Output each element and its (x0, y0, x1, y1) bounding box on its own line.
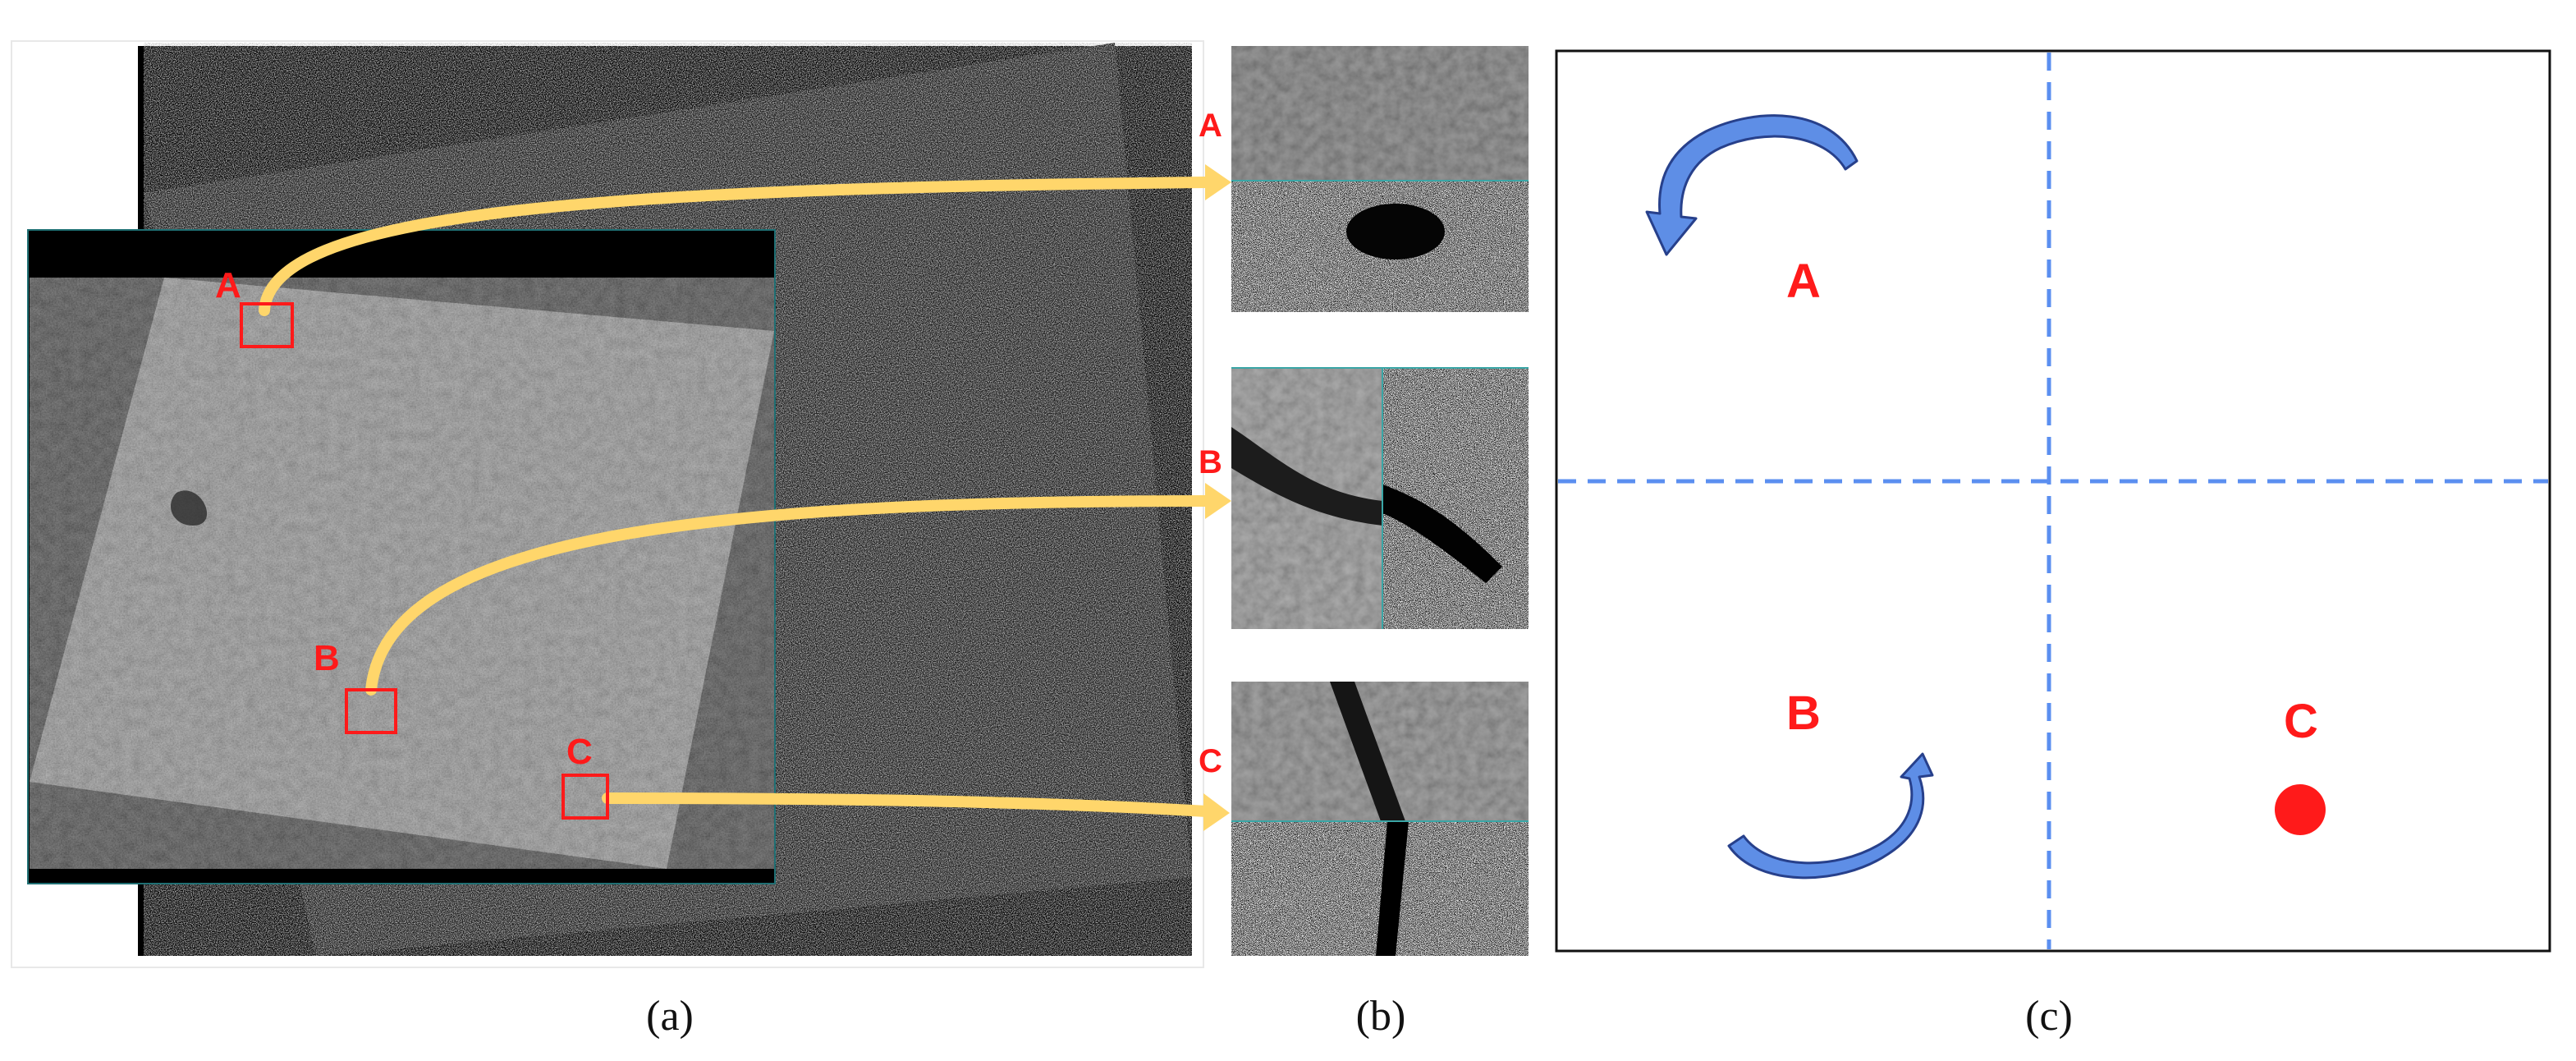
red-dot-icon (2275, 784, 2326, 835)
curved-arrow-clockwise-icon (1727, 752, 1934, 880)
curved-arrow-counterclockwise-icon (1645, 114, 1859, 256)
region-box-c (561, 774, 609, 820)
caption-a: (a) (646, 993, 694, 1040)
region-box-b (345, 688, 397, 734)
tile-b (1231, 367, 1529, 629)
region-box-a (240, 302, 294, 348)
marker-label-b: B (1786, 687, 1821, 740)
tile-label-b: B (1199, 444, 1222, 480)
panel-c-frame (1555, 49, 2551, 953)
connector-arrow-c (602, 792, 1212, 817)
caption-c: (c) (2025, 993, 2073, 1040)
connector-arrows (259, 177, 1212, 817)
caption-b: (b) (1356, 993, 1406, 1040)
tile-a (1231, 46, 1529, 312)
marker-label-a: A (1786, 255, 1821, 308)
marker-label-c: C (2284, 695, 2318, 748)
connector-arrowhead-c (1203, 793, 1230, 831)
tile-label-a: A (1199, 108, 1222, 144)
panel-a: A B C (11, 40, 1231, 968)
connector-arrow-a (259, 177, 1212, 316)
connector-arrowhead-a (1205, 164, 1231, 200)
optical-image (27, 229, 776, 884)
region-label-c: C (566, 732, 593, 772)
region-label-a: A (215, 265, 241, 305)
tile-c (1231, 682, 1529, 956)
panel-c: A B C (1555, 49, 2551, 953)
connector-arrowhead-b (1205, 483, 1231, 519)
connector-arrow-b (365, 495, 1212, 696)
region-label-b: B (314, 638, 340, 678)
panel-b: A B C (1199, 46, 1529, 956)
tile-label-c: C (1199, 743, 1222, 779)
